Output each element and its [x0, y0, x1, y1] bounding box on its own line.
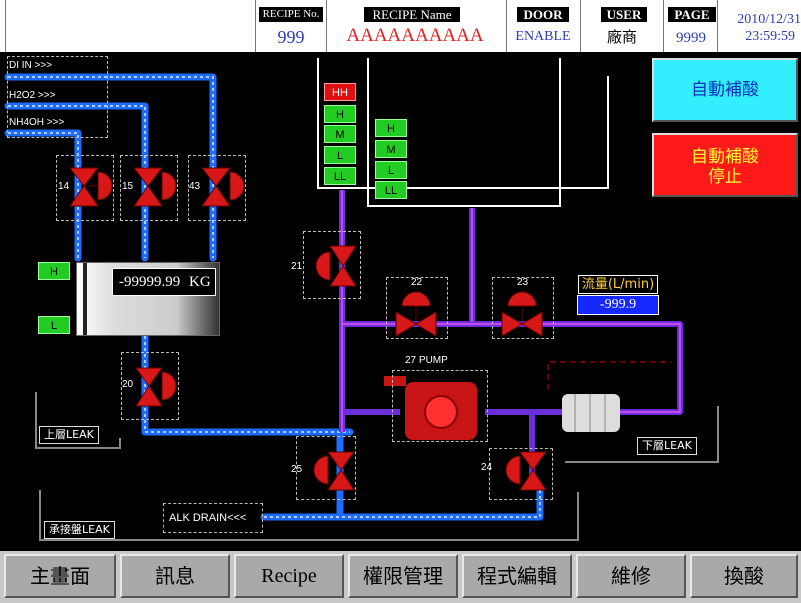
valve-20-label: 20: [122, 379, 134, 390]
valve-14-frame[interactable]: [56, 155, 114, 221]
recipe-name-value: AAAAAAAAAA: [346, 25, 484, 46]
valve-icon: [68, 167, 547, 491]
di-in-label: DI IN >>>: [9, 60, 53, 71]
pump-icon: [384, 376, 477, 440]
pump-label: 27 PUMP: [405, 355, 448, 366]
header-divider: [580, 0, 581, 52]
valve-23-label: 23: [517, 277, 529, 288]
flow-value: -999.9: [577, 295, 659, 315]
nh4oh-label: NH4OH >>>: [9, 117, 65, 128]
recipe-no-label: RECIPE No.: [259, 7, 323, 22]
nav-permissions[interactable]: 權限管理: [348, 554, 458, 598]
auto-acid-stop-button[interactable]: 自動補酸 停止: [652, 133, 798, 197]
tank-level-m: M: [324, 125, 356, 143]
status-header: RECIPE No. 999 RECIPE Name AAAAAAAAAA DO…: [0, 0, 801, 54]
door-label: DOOR: [517, 7, 569, 22]
date-display: 2010/12/31: [737, 12, 801, 27]
door-value: ENABLE: [515, 29, 571, 44]
flow-label: 流量(L/min): [578, 275, 658, 294]
filter-icon: [562, 394, 620, 432]
valve-15-frame[interactable]: [120, 155, 178, 221]
valve-24-frame[interactable]: [489, 448, 553, 500]
nav-maintenance[interactable]: 維修: [576, 554, 686, 598]
valve-21-label: 21: [291, 261, 303, 272]
header-divider: [717, 0, 718, 52]
tank-level-l: L: [324, 146, 356, 164]
page-value: 9999: [676, 30, 706, 46]
valve-23-frame[interactable]: [492, 277, 554, 339]
inner-tank-level-h: H: [375, 119, 407, 137]
tank-level-hh: HH: [324, 83, 356, 101]
tank-level-ll: LL: [324, 167, 356, 185]
scale-level-high: H: [38, 262, 70, 280]
user-label: USER: [601, 7, 647, 22]
page-label: PAGE: [668, 7, 716, 22]
inlet-frame: [7, 56, 108, 138]
valve-15-label: 15: [122, 181, 134, 192]
inner-tank-level-l: L: [375, 161, 407, 179]
h2o2-label: H2O2 >>>: [9, 90, 56, 101]
alk-drain-label: ALK DRAIN<<<: [169, 512, 247, 524]
header-divider: [326, 0, 327, 52]
auto-acid-stop-line2: 停止: [708, 167, 742, 187]
valve-21-frame[interactable]: [303, 231, 361, 299]
scale-bar: [83, 263, 87, 335]
tank-outline: [317, 58, 609, 207]
time-display: 23:59:59: [745, 29, 795, 44]
tank-level-h: H: [324, 105, 356, 123]
recipe-no-value: 999: [277, 27, 305, 47]
header-divider: [506, 0, 507, 52]
scale-weight-display: -99999.99 KG: [112, 268, 216, 296]
valve-43-frame[interactable]: [188, 155, 246, 221]
valve-22-label: 22: [411, 277, 423, 288]
alk-drain-frame: [163, 503, 263, 533]
scale-level-low: L: [38, 316, 70, 334]
recipe-name-label: RECIPE Name: [364, 7, 460, 22]
scale-weight-value: -99999.99: [119, 274, 181, 290]
valve-24-label: 24: [481, 462, 493, 473]
inner-tank-level-ll: LL: [375, 181, 407, 199]
scale-weight-unit: KG: [189, 274, 211, 290]
valve-20-frame[interactable]: [121, 352, 179, 420]
nav-program-edit[interactable]: 程式編輯: [462, 554, 572, 598]
valve-25-label: 25: [291, 464, 303, 475]
auto-acid-stop-line1: 自動補酸: [691, 147, 759, 167]
valve-14-label: 14: [58, 181, 70, 192]
header-divider: [255, 0, 256, 52]
valve-25-frame[interactable]: [296, 436, 356, 500]
nav-main-screen[interactable]: 主畫面: [4, 554, 116, 598]
valve-43-label: 43: [189, 181, 201, 192]
header-divider: [663, 0, 664, 52]
leak-tray-outline: [35, 392, 719, 541]
valve-22-frame[interactable]: [386, 277, 448, 339]
lower-leak-label: 下層LEAK: [637, 437, 697, 455]
upper-leak-label: 上層LEAK: [39, 426, 99, 444]
nav-change-acid[interactable]: 換酸: [690, 554, 798, 598]
inner-tank-level-m: M: [375, 140, 407, 158]
scale-tank: [76, 262, 220, 336]
pump-frame[interactable]: [392, 370, 488, 442]
tray-leak-label: 承接盤LEAK: [44, 521, 115, 539]
nav-recipe[interactable]: Recipe: [234, 554, 344, 598]
user-value: 廠商: [606, 28, 637, 46]
auto-acid-button[interactable]: 自動補酸: [652, 58, 798, 122]
dashed-red-line: [547, 361, 672, 390]
header-divider: [5, 0, 6, 52]
nav-messages[interactable]: 訊息: [120, 554, 230, 598]
